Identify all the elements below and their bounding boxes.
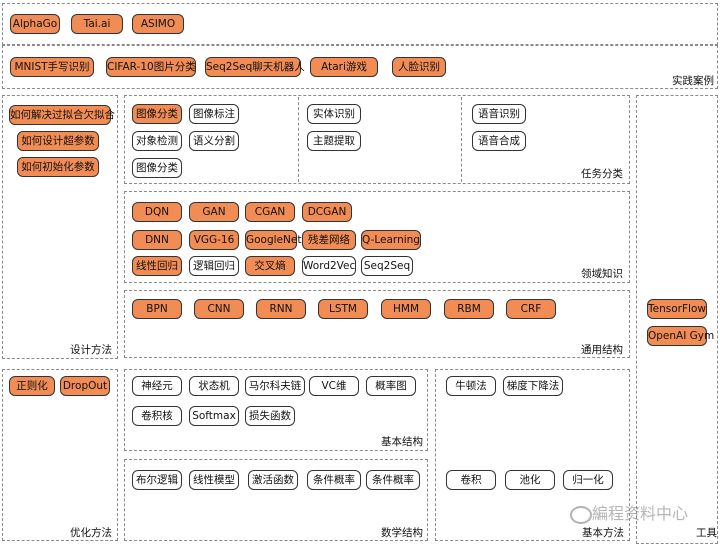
tag-alphago: AlphaGo xyxy=(10,14,60,34)
tag-topic-extraction: 主题提取 xyxy=(307,131,361,151)
watermark-text: 編程资料中心 xyxy=(592,504,689,523)
tag-rnn: RNN xyxy=(256,299,306,319)
tag-pooling: 池化 xyxy=(505,470,555,490)
tag-convolution-kernel: 卷积核 xyxy=(132,406,182,426)
tag-bpn: BPN xyxy=(132,299,182,319)
tag-lstm: LSTM xyxy=(318,299,368,319)
tools-label: 工具 xyxy=(696,527,717,539)
tag-boolean-logic: 布尔逻辑 xyxy=(132,470,182,490)
tag-q-learning: Q-Learning xyxy=(361,230,421,250)
tag-overfitting: 如何解决过拟合欠拟合 xyxy=(9,105,115,125)
tag-gan: GAN xyxy=(189,202,239,222)
basic-method-label: 基本方法 xyxy=(582,527,624,539)
tag-probabilistic-graph: 概率图 xyxy=(366,376,416,396)
tag-markov-chain: 马尔科夫链 xyxy=(245,376,305,396)
tag-resnet: 残差网络 xyxy=(302,230,356,250)
general-structure-section xyxy=(124,290,630,358)
tag-hyperparams: 如何设计超参数 xyxy=(17,131,99,151)
practice-section xyxy=(2,45,718,89)
tag-image-annotation: 图像标注 xyxy=(189,104,239,124)
tag-state-machine: 状态机 xyxy=(189,376,239,396)
tag-cifar10: CIFAR-10图片分类 xyxy=(106,57,196,77)
tag-loss-function: 损失函数 xyxy=(245,406,295,426)
tag-face-recognition: 人脸识别 xyxy=(392,57,446,77)
basic-structure-section xyxy=(124,369,428,451)
tag-dqn: DQN xyxy=(132,202,182,222)
tag-cnn: CNN xyxy=(194,299,244,319)
optimization-label: 优化方法 xyxy=(70,527,112,539)
tag-googlenet: GoogleNet xyxy=(245,230,301,250)
tag-crf: CRF xyxy=(506,299,556,319)
tag-cgan: CGAN xyxy=(245,202,295,222)
tag-neuron: 神经元 xyxy=(132,376,182,396)
tag-softmax: Softmax xyxy=(189,406,239,426)
tag-atari: Atari游戏 xyxy=(310,57,378,77)
tag-cross-entropy: 交叉熵 xyxy=(245,256,295,276)
tag-normalization: 归一化 xyxy=(563,470,613,490)
tag-vgg16: VGG-16 xyxy=(189,230,239,250)
task-label: 任务分类 xyxy=(581,168,623,180)
tag-logistic-regression: 逻辑回归 xyxy=(189,256,239,276)
tag-regularization: 正则化 xyxy=(9,376,55,396)
math-structure-label: 数学结构 xyxy=(381,527,423,539)
task-section xyxy=(124,95,630,184)
tag-tensorflow: TensorFlow xyxy=(647,299,707,319)
tag-speech-synthesis: 语音合成 xyxy=(472,131,526,151)
tag-vc-dimension: VC维 xyxy=(309,376,359,396)
optimization-section xyxy=(2,369,118,541)
domain-label: 领域知识 xyxy=(581,268,623,280)
tag-conditional-probability-2: 条件概率 xyxy=(366,470,420,490)
tag-image-classification-2: 图像分类 xyxy=(132,158,182,178)
tag-semantic-segmentation: 语义分割 xyxy=(189,131,239,151)
tag-seq2seq-chatbot: Seq2Seq聊天机器人 xyxy=(205,57,305,77)
task-divider-1 xyxy=(298,97,299,182)
tag-init-params: 如何初始化参数 xyxy=(17,157,99,177)
practice-row1-box xyxy=(2,3,718,45)
tag-mnist: MNIST手写识别 xyxy=(10,57,94,77)
math-structure-section xyxy=(124,459,428,541)
tag-entity-recognition: 实体识别 xyxy=(307,104,361,124)
tag-dcgan: DCGAN xyxy=(302,202,352,222)
tag-conditional-probability: 条件概率 xyxy=(307,470,361,490)
general-label: 通用结构 xyxy=(581,344,623,356)
tag-word2vec: Word2Vec xyxy=(302,256,356,276)
basic-structure-label: 基本结构 xyxy=(381,436,423,448)
tag-linear-regression: 线性回归 xyxy=(132,256,182,276)
tools-section xyxy=(636,95,718,544)
tag-taiai: Tai.ai xyxy=(71,14,123,34)
tag-linear-model: 线性模型 xyxy=(189,470,239,490)
tag-image-classification: 图像分类 xyxy=(132,104,182,124)
tag-dnn: DNN xyxy=(132,230,182,250)
tag-convolution: 卷积 xyxy=(446,470,496,490)
tag-rbm: RBM xyxy=(444,299,494,319)
tag-dropout: DropOut xyxy=(60,376,110,396)
tag-gradient-descent: 梯度下降法 xyxy=(503,376,563,396)
task-divider-2 xyxy=(461,97,462,182)
tag-openai-gym: OpenAI Gym xyxy=(647,326,714,346)
domain-section xyxy=(124,191,630,283)
practice-label: 实践案例 xyxy=(672,75,714,87)
basic-method-section xyxy=(435,369,630,541)
tag-speech-recognition: 语音识别 xyxy=(472,104,526,124)
tag-newton-method: 牛顿法 xyxy=(446,376,496,396)
tag-seq2seq: Seq2Seq xyxy=(361,256,413,276)
watermark-icon xyxy=(570,506,592,524)
tag-activation-function: 激活函数 xyxy=(248,470,298,490)
tag-asimo: ASIMO xyxy=(132,14,184,34)
tag-hmm: HMM xyxy=(381,299,431,319)
tag-object-detection: 对象检测 xyxy=(132,131,182,151)
design-method-section xyxy=(2,95,118,359)
design-label: 设计方法 xyxy=(70,344,112,356)
